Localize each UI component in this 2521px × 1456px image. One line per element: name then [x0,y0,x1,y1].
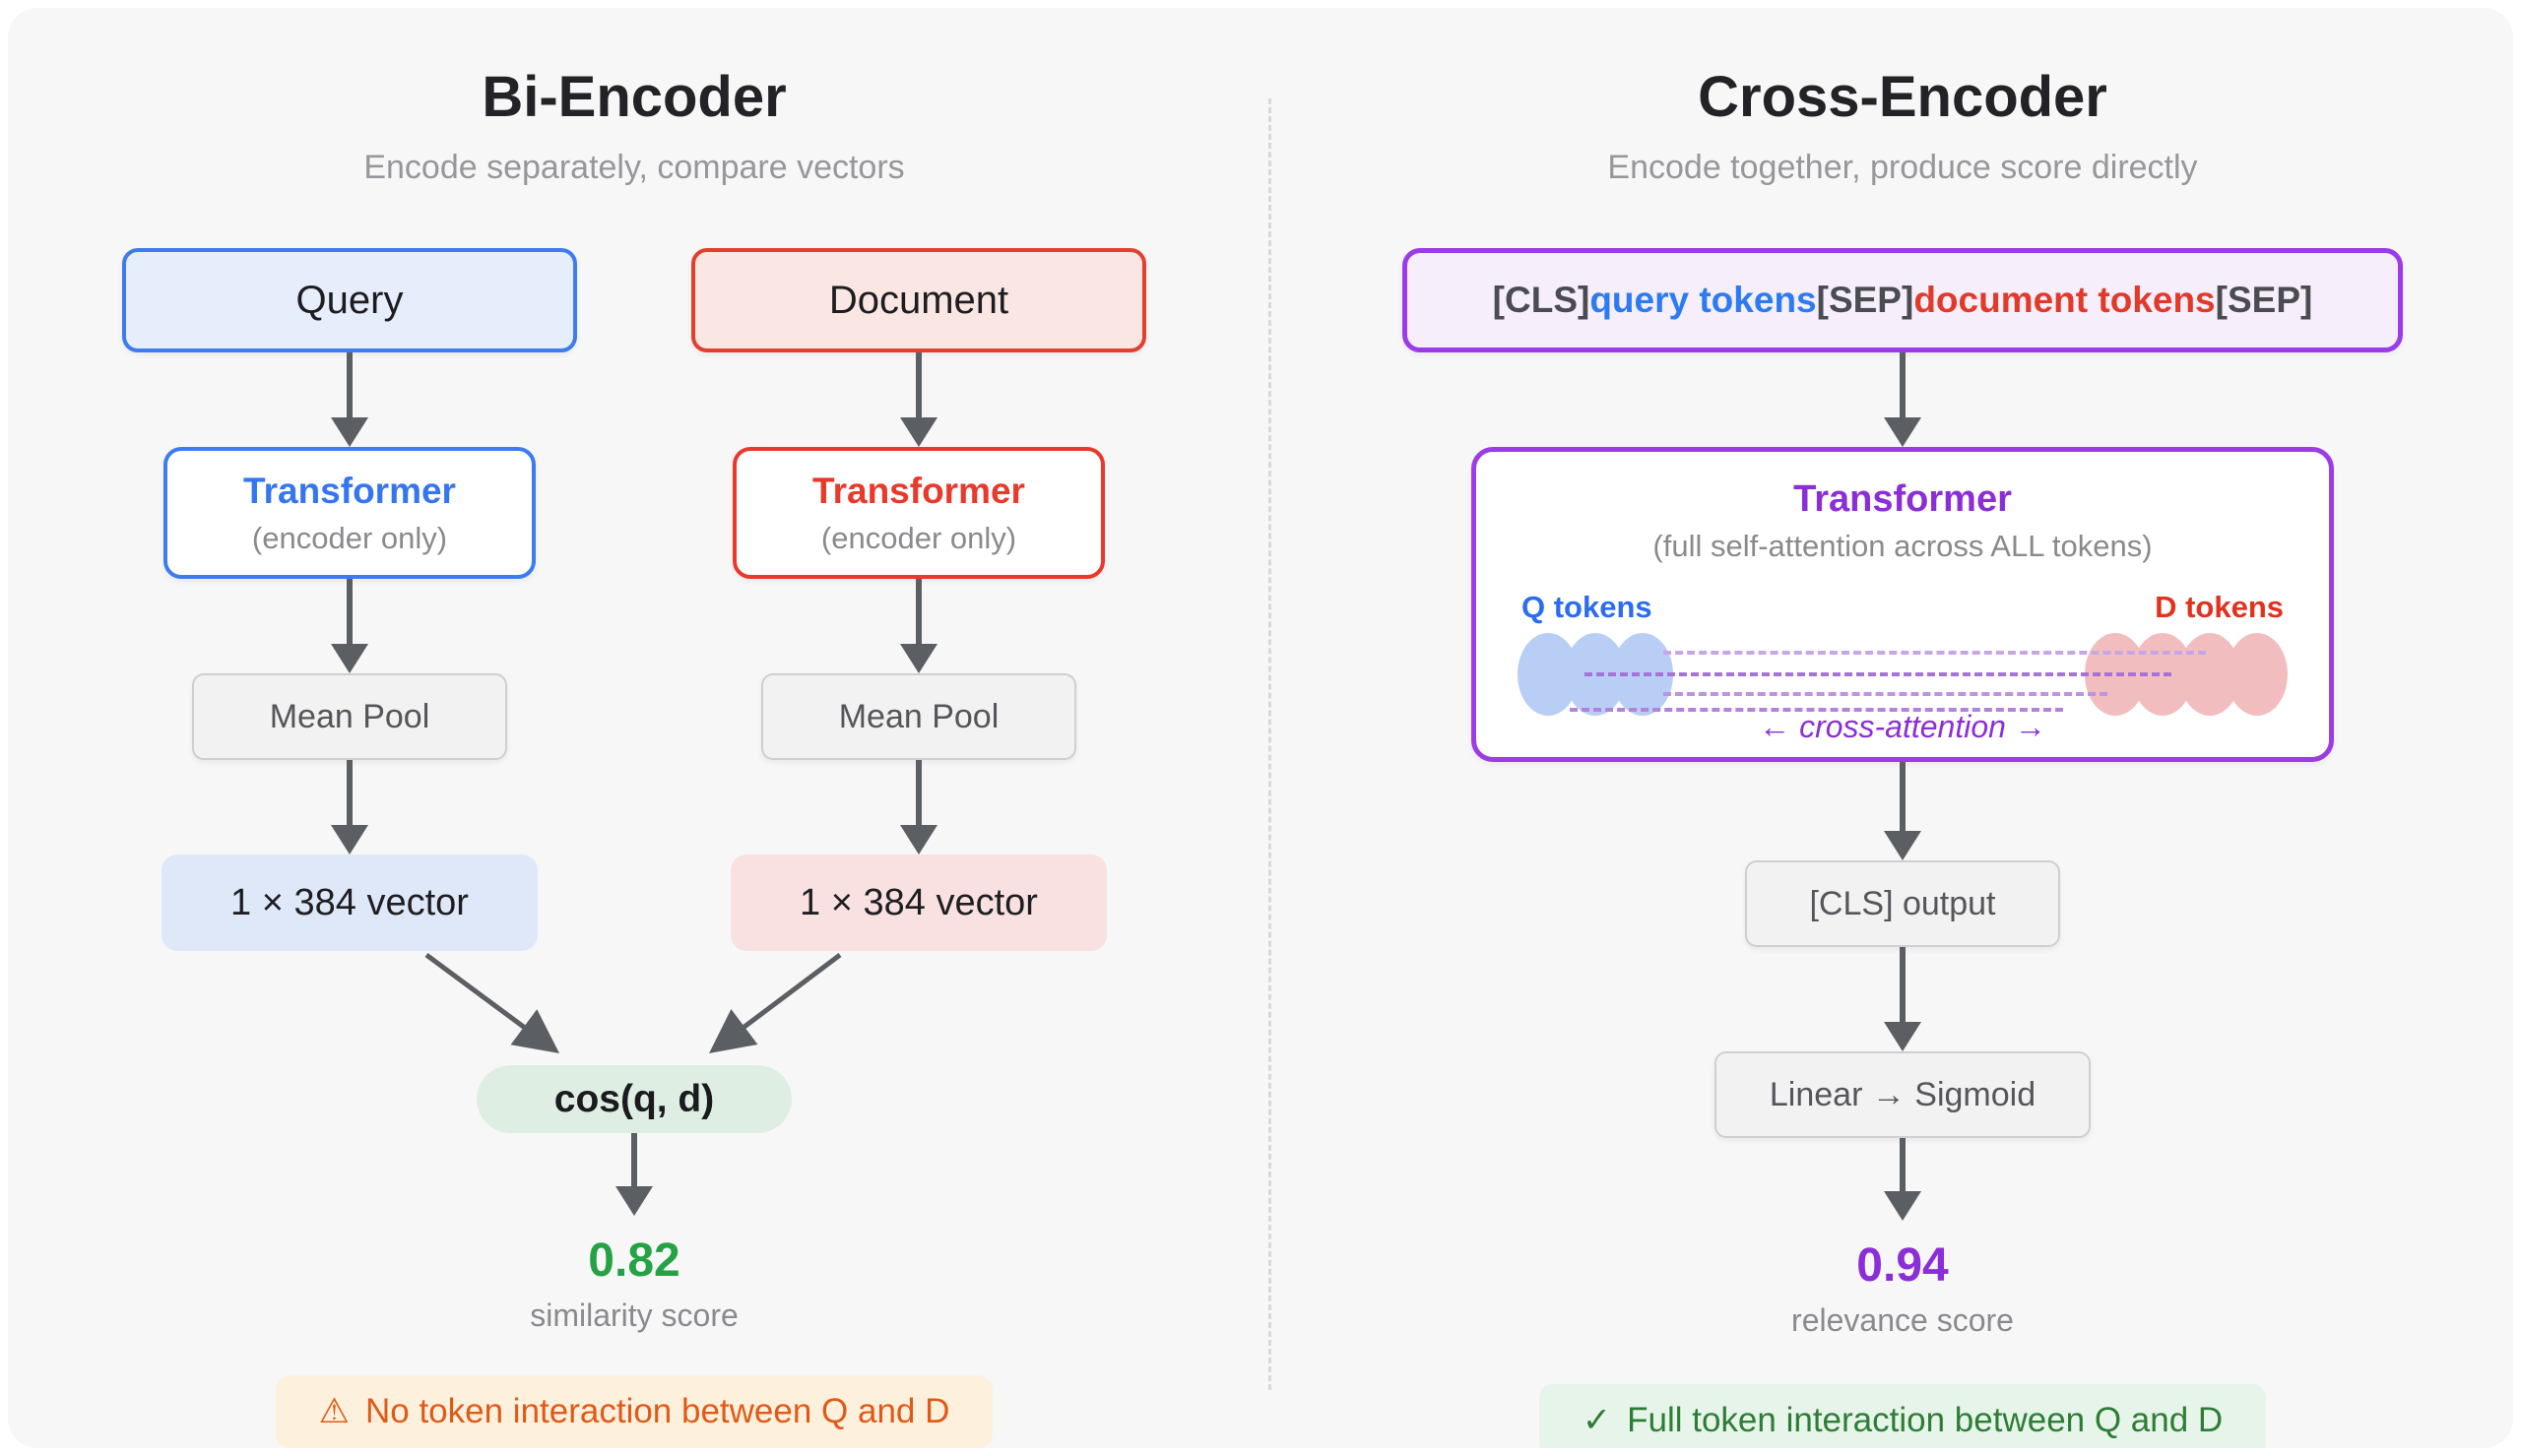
cls-output-box: [CLS] output [1745,860,2060,947]
query-transformer-box: Transformer (encoder only) [163,447,536,579]
combined-input-box: [CLS]query tokens[SEP]document tokens[SE… [1402,248,2403,352]
attention-visualization [1516,629,2290,716]
warning-icon: ⚠ [318,1392,350,1430]
token-dot [2227,633,2288,716]
query-meanpool-box: Mean Pool [192,673,507,760]
transformer-label: Transformer [1793,478,2012,520]
combined-input-tokens: [CLS]query tokens[SEP]document tokens[SE… [1493,280,2313,321]
arrow-down-icon [1884,1138,1921,1221]
transformer-sublabel: (encoder only) [820,521,1017,555]
query-box: Query [122,248,577,352]
column-divider [1268,98,1271,1390]
success-badge-text: Full token interaction between Q and D [1627,1401,2224,1439]
arrow-down-icon [1884,762,1921,860]
query-branch: Query Transformer (encoder only) Mean Po… [122,248,577,951]
arrow-down-icon [331,579,368,673]
arrow-down-icon [1884,947,1921,1051]
q-tokens-label: Q tokens [1521,590,1652,624]
cross-attention-label: ← cross-attention → [1759,709,2046,744]
arrow-down-icon [900,760,937,855]
attention-line [1584,672,2171,676]
input-token: [SEP] [2215,280,2313,320]
relevance-score-value: 0.94 [1856,1239,1949,1292]
document-meanpool-box: Mean Pool [761,673,1076,760]
document-vector-box: 1 × 384 vector [731,855,1107,951]
arrow-down-icon [331,760,368,855]
panel-subtitle: Encode together, produce score directly [1607,149,2198,186]
encoder-branches: Query Transformer (encoder only) Mean Po… [122,248,1146,951]
transformer-label: Transformer [812,471,1025,511]
cosine-similarity-pill: cos(q, d) [477,1065,792,1133]
similarity-score-value: 0.82 [588,1234,680,1287]
document-transformer-box: Transformer (encoder only) [733,447,1105,579]
check-icon: ✓ [1582,1401,1612,1439]
cross-encoder-panel: Cross-Encoder Encode together, produce s… [1276,8,2513,1448]
attention-line [1663,651,2206,655]
transformer-sublabel: (full self-attention across ALL tokens) [1652,529,2153,563]
warning-badge: ⚠ No token interaction between Q and D [275,1375,994,1448]
input-token: document tokens [1913,280,2216,320]
d-tokens-label: D tokens [2155,590,2284,624]
diagram-card: Bi-Encoder Encode separately, compare ve… [8,8,2513,1448]
linear-sigmoid-box: Linear → Sigmoid [1714,1051,2091,1138]
document-branch: Document Transformer (encoder only) Mean… [691,248,1146,951]
transformer-label: Transformer [243,471,456,511]
attention-line [1570,708,2063,712]
arrow-down-icon [900,352,937,447]
panel-subtitle: Encode separately, compare vectors [363,149,905,186]
transformer-sublabel: (encoder only) [251,521,448,555]
arrow-down-icon [331,352,368,447]
relevance-score-label: relevance score [1791,1302,2014,1338]
input-token: query tokens [1589,280,1817,320]
bi-encoder-panel: Bi-Encoder Encode separately, compare ve… [8,8,1260,1448]
similarity-score-label: similarity score [530,1298,739,1333]
input-token: [CLS] [1492,280,1590,320]
panel-title: Bi-Encoder [482,65,787,129]
query-vector-box: 1 × 384 vector [162,855,538,951]
arrow-down-icon [615,1133,653,1216]
panel-title: Cross-Encoder [1698,65,2107,129]
warning-badge-text: No token interaction between Q and D [364,1392,950,1430]
attention-line [1663,692,2107,696]
cross-transformer-box: Transformer (full self-attention across … [1471,447,2334,762]
arrow-down-icon [1884,352,1921,447]
document-box: Document [691,248,1146,352]
arrow-down-icon [900,579,937,673]
converging-arrows-icon [424,952,842,1054]
token-group-labels: Q tokens D tokens [1516,590,2290,625]
success-badge: ✓ Full token interaction between Q and D [1538,1384,2267,1448]
input-token: [SEP] [1816,280,1914,320]
